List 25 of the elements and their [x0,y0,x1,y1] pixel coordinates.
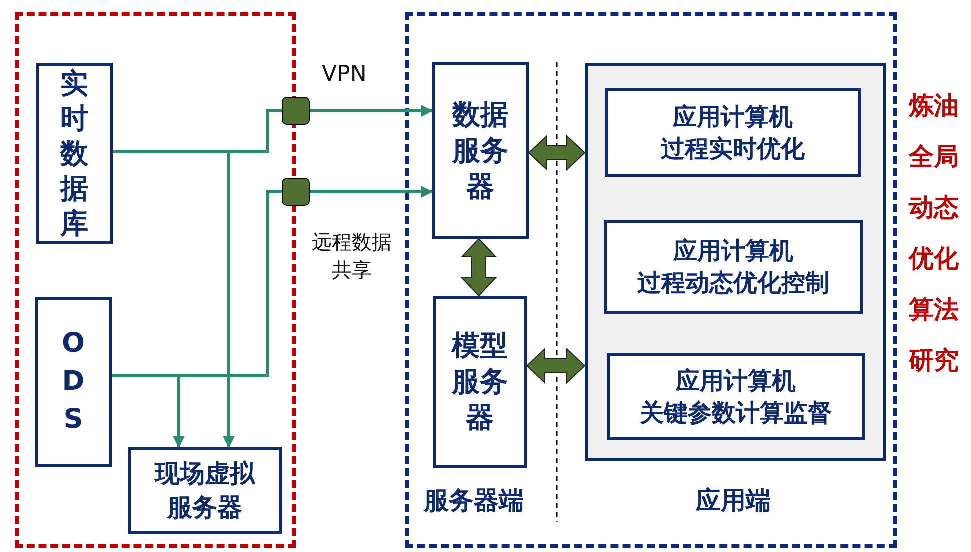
application-panel [585,63,886,461]
annotation-text: 远程数据共享 [311,229,393,284]
dashed-region [405,12,897,548]
port-square [282,178,310,206]
section-label: 应用端 [696,485,771,517]
arrow [113,150,235,448]
application-box: 应用计算机 过程动态优化控制 [604,220,863,314]
double-arrow [526,348,586,384]
arrow [112,374,185,448]
database-box: ODS [35,297,112,467]
section-label: 服务器端 [424,485,524,517]
annotation-text: VPN [322,62,367,87]
dashed-region [15,12,296,548]
database-box: 实时数据库 [36,63,113,244]
arrow [310,186,434,198]
application-box: 应用计算机 关键参数计算监督 [607,353,865,440]
double-arrow [528,134,586,172]
arrow [310,105,434,117]
vertical-title: 炼油全局动态优化算法研究 [907,90,960,377]
port-square [282,97,310,125]
double-arrow [460,238,498,297]
server-box: 数据服务器 [432,62,529,239]
server-box: 模型服务器 [433,296,527,468]
server-box: 现场虚拟服务器 [128,447,282,534]
application-box: 应用计算机 过程实时优化 [605,88,861,177]
